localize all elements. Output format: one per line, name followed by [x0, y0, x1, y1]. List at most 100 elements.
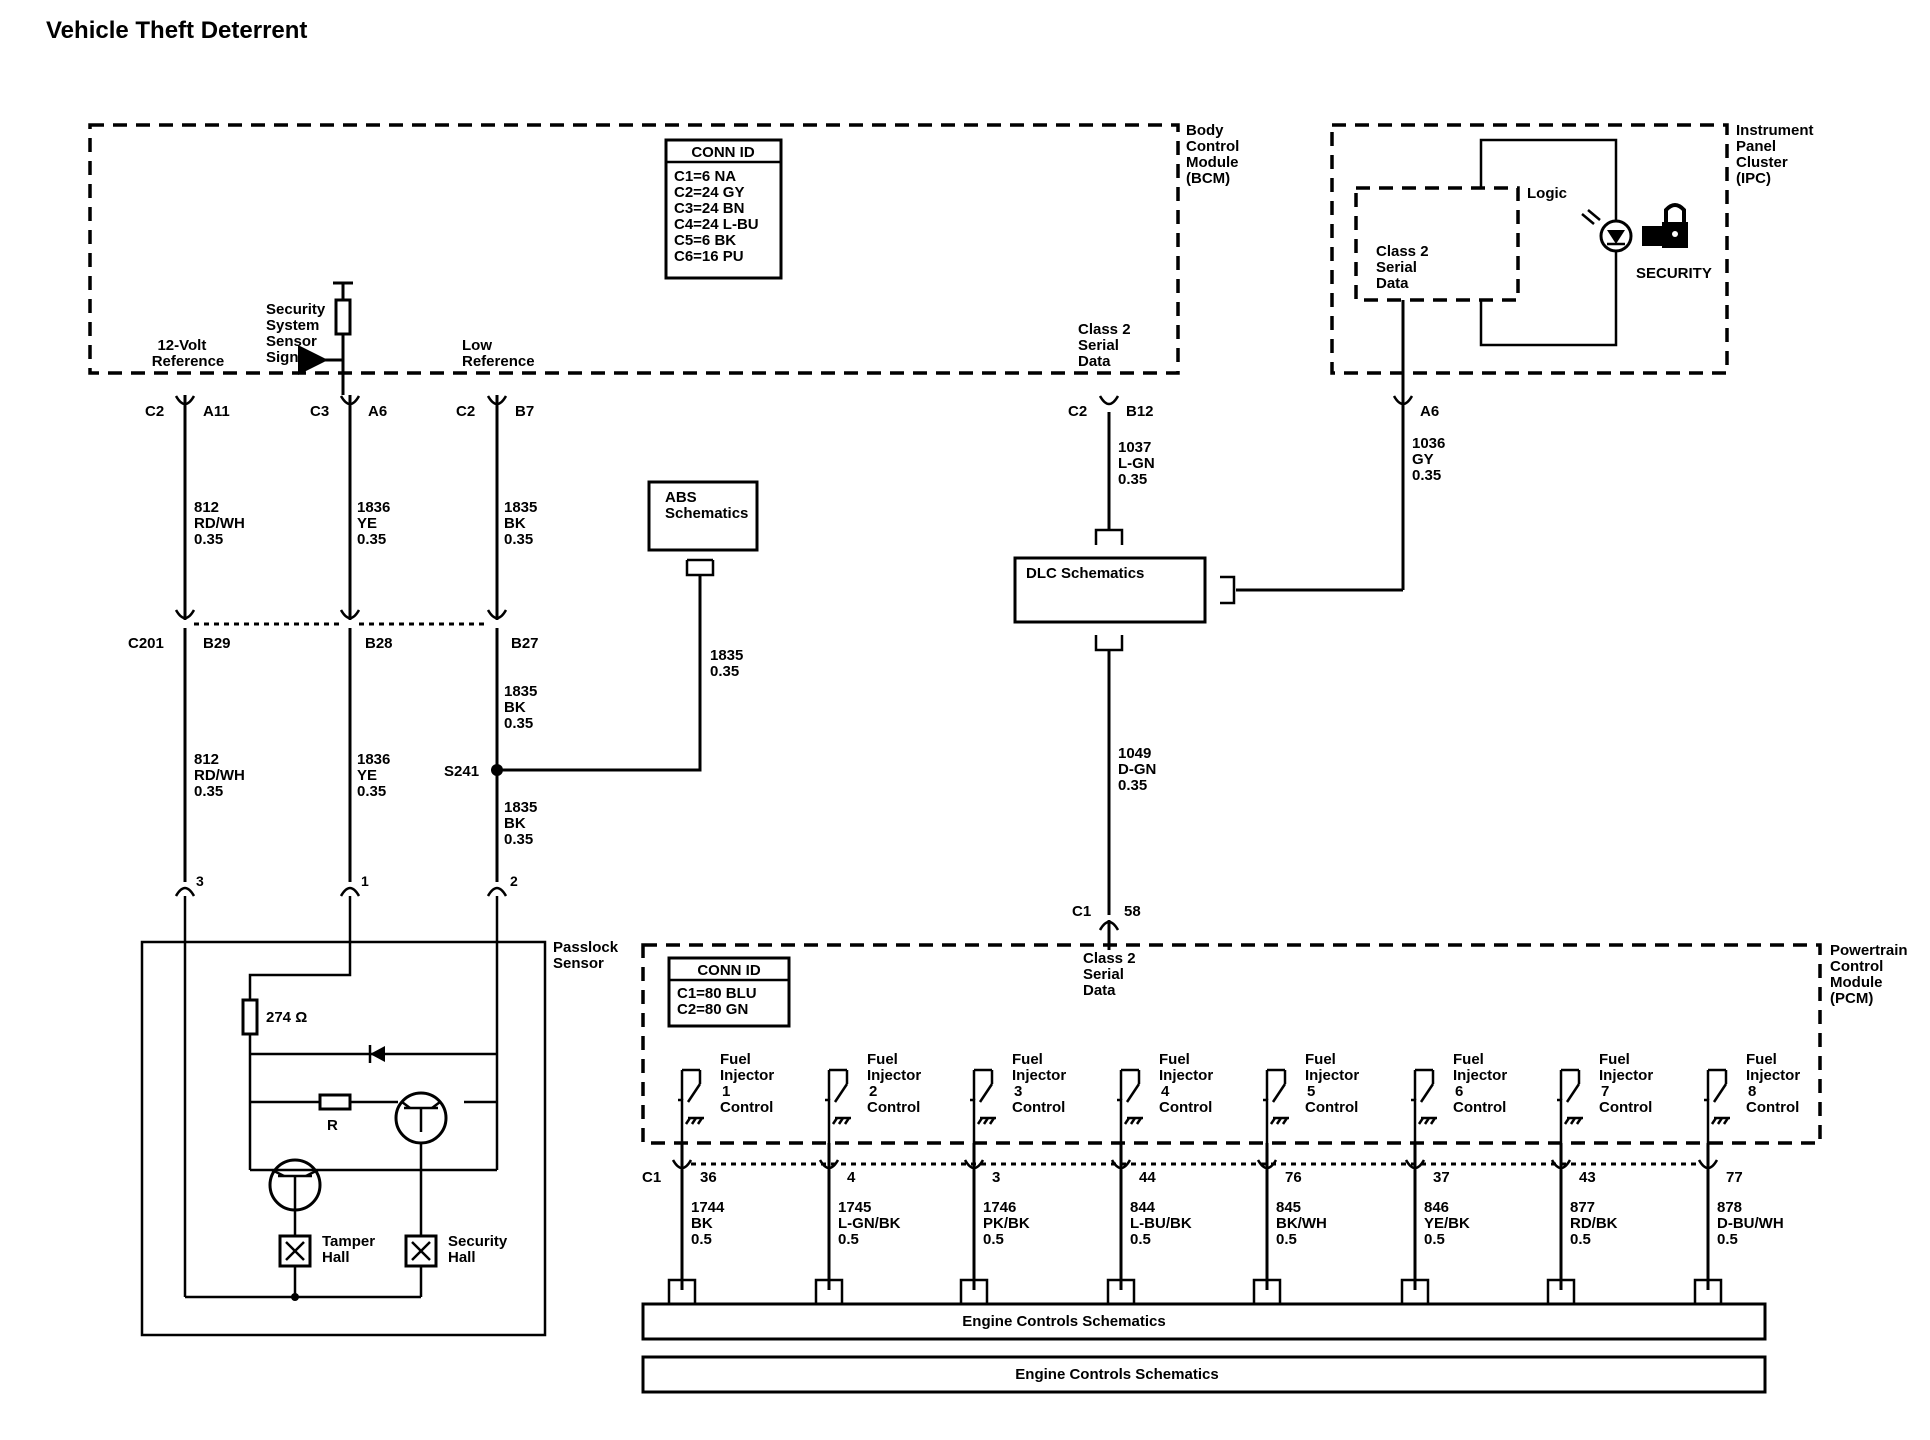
injector-7-pin: 43 [1579, 1169, 1596, 1186]
pin-c201: C201 [128, 635, 164, 652]
bcm-sensor-signal-label: Security System Sensor Signal [266, 301, 329, 366]
dlc-schematics-box: DLC Schematics [1013, 556, 1207, 624]
svg-text:CONN ID: CONN ID [697, 962, 761, 979]
tamper-transistor-icon [268, 1158, 322, 1212]
pin-ipc-a6: A6 [1420, 403, 1439, 420]
svg-text:Engine Controls Schematics: Engine Controls Schematics [962, 1313, 1165, 1330]
pin-ps1: 1 [361, 873, 369, 889]
ipc-name: Instrument Panel Cluster (IPC) [1736, 122, 1818, 187]
pin-s241: S241 [444, 763, 479, 780]
svg-text:C1=80 BLU C2=80 GN: C1=80 BLU C2=80 GN [677, 985, 761, 1018]
pcm-module: Powertrain Control Module (PCM) Class 2 … [641, 942, 1912, 1145]
tamper-hall-icon [278, 1234, 312, 1268]
injector-1-pin: 36 [700, 1169, 717, 1186]
pin-c2-c: C2 [1068, 403, 1087, 420]
wire-1835-label-upper: 1835 BK 0.35 [504, 499, 542, 548]
pin-b28: B28 [365, 635, 393, 652]
engine-controls-bar-2: Engine Controls Schematics [641, 1355, 1767, 1394]
pin-ps2: 2 [510, 873, 518, 889]
pin-c2-a: C2 [145, 403, 164, 420]
security-hall-label: Security Hall [448, 1233, 511, 1266]
pin-b7: B7 [515, 403, 534, 420]
resistor-274 [241, 998, 259, 1036]
pcm-name: Powertrain Control Module (PCM) [1830, 942, 1912, 1007]
svg-text:ABS Schematics: ABS Schematics [665, 489, 748, 522]
svg-text:DLC Schematics: DLC Schematics [1026, 565, 1144, 582]
pin-b27: B27 [511, 635, 539, 652]
injector-4-pin: 44 [1139, 1169, 1156, 1186]
bcm-class2-label: Class 2 Serial Data [1078, 321, 1135, 370]
security-transistor-icon [394, 1091, 448, 1145]
bcm-name: Body Control Module (BCM) [1186, 122, 1244, 187]
passlock-sensor: Passlock Sensor 274 Ω R [140, 896, 622, 1337]
resistor-r [318, 1093, 352, 1111]
injector-8-pin: 77 [1726, 1169, 1743, 1186]
bcm-conn-id-box: CONN ID C1=6 NA C2=24 GY C3=24 BN C4=24 … [664, 138, 783, 280]
ipc-logic-label: Logic [1527, 185, 1567, 202]
injector-3-pin: 3 [992, 1169, 1000, 1186]
injector-6-pin: 37 [1433, 1169, 1450, 1186]
tamper-hall-label: Tamper Hall [322, 1233, 379, 1266]
pin-a11: A11 [203, 403, 230, 420]
security-lamp-icon [1581, 209, 1633, 253]
pin-c3: C3 [310, 403, 329, 420]
c201-connector [174, 609, 508, 626]
bcm-conn-id-list: C1=6 NA C2=24 GY C3=24 BN C4=24 L-BU C5=… [674, 168, 763, 265]
ipc-module: Instrument Panel Cluster (IPC) Logic Cla… [1330, 122, 1818, 375]
injector-2-pin: 4 [847, 1169, 856, 1186]
wire-1836-label-upper: 1836 YE 0.35 [357, 499, 395, 548]
pin-a6: A6 [368, 403, 387, 420]
wire-1049-label: 1049 D-GN 0.35 [1118, 745, 1161, 794]
pin-c1-class2: C1 [1072, 903, 1091, 920]
wire-1835-abs [497, 575, 702, 772]
bcm-12v-ref-label: 12-Volt Reference [152, 337, 225, 370]
ipc-class2-label: Class 2 Serial Data [1376, 243, 1433, 292]
svg-text:Engine Controls Schematics: Engine Controls Schematics [1015, 1366, 1218, 1383]
abs-schematics-box: ABS Schematics [647, 480, 759, 577]
pcm-conn-id-box: CONN ID C1=80 BLU C2=80 GN [667, 956, 791, 1028]
pin-c2-b: C2 [456, 403, 475, 420]
wire-1036-label: 1036 GY 0.35 [1412, 435, 1450, 484]
engine-controls-bar-1: Engine Controls Schematics [641, 1302, 1767, 1341]
passlock-connector-pins [174, 886, 508, 897]
page-title: Vehicle Theft Deterrent [46, 17, 307, 44]
ipc-security-label: SECURITY [1636, 265, 1712, 282]
wire-1037-label: 1037 L-GN 0.35 [1118, 439, 1159, 488]
lock-icon [1642, 203, 1688, 248]
bcm-connector-pins [174, 395, 1414, 406]
wire-1835-label-lower: 1835 BK 0.35 [504, 799, 542, 848]
resistor-r-label: R [327, 1117, 338, 1134]
pin-b12: B12 [1126, 403, 1154, 420]
pin-ps3: 3 [196, 873, 204, 889]
security-hall-icon [404, 1234, 438, 1268]
svg-text:Passlock Sensor: Passlock Sensor [553, 939, 622, 972]
bcm-module: Body Control Module (BCM) CONN ID C1=6 N… [88, 122, 1244, 395]
bcm-conn-id-title: CONN ID [691, 144, 755, 161]
wire-1835-abs-label: 1835 0.35 [710, 647, 748, 680]
wire-812-label-upper: 812 RD/WH 0.35 [194, 499, 249, 548]
diode-icon [370, 1046, 385, 1062]
pin-b29: B29 [203, 635, 231, 652]
resistor-274-label: 274 Ω [266, 1009, 307, 1026]
